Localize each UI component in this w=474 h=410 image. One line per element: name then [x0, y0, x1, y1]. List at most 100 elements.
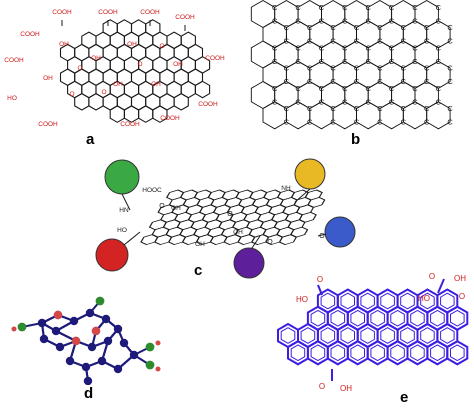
carbon-atom-label: C [412, 43, 418, 52]
carbon-atom-label: C [354, 23, 360, 32]
carbon-atom-label: C [424, 64, 430, 73]
terminal-atom [17, 322, 27, 332]
carbon-atom [101, 314, 111, 324]
e-inner-ring [400, 327, 415, 344]
go-epoxy-label: O [137, 61, 142, 68]
carbon-atom-label: C [319, 57, 325, 66]
e-carbonyl-label: O [459, 292, 465, 301]
go-hydroxyl-label: OH [113, 81, 123, 88]
blue-circle [324, 216, 356, 248]
carbon-atom-label: C [401, 23, 407, 32]
carbon-atom-label: C [389, 97, 395, 106]
c-amide-label: NH [281, 185, 291, 192]
go-carboxyl-label: COOH [198, 101, 218, 108]
e-carbonyl-label: O [319, 382, 325, 391]
go-ring [194, 80, 211, 99]
e-hydroxyl-label: HO [418, 294, 430, 303]
carbon-atom [51, 326, 61, 336]
carbon-atom [87, 342, 97, 352]
carbon-atom-label: C [272, 57, 278, 66]
go-ring [173, 92, 189, 111]
carbon-atom-label: C [295, 57, 301, 66]
carbon-atom-label: C [354, 64, 360, 73]
carbon-atom-label: C [284, 64, 290, 73]
e-inner-ring [370, 344, 385, 362]
carbon-atom [39, 334, 49, 344]
carbon-atom-label: C [366, 43, 372, 52]
carbon-atom-label: C [330, 23, 336, 32]
carbon-atom-label: C [424, 23, 430, 32]
carbon-atom-label: C [447, 64, 453, 73]
carbon-atom [55, 342, 65, 352]
go-carboxyl-label: COOH [140, 9, 160, 16]
carbon-atom-label: C [342, 3, 348, 12]
e-inner-ring [300, 327, 316, 344]
carbon-atom-label: C [272, 43, 278, 52]
green-circle [104, 159, 140, 195]
e-inner-ring [320, 327, 336, 344]
carbon-atom-label: C [284, 23, 290, 32]
e-inner-ring [430, 309, 445, 327]
linker-bond [294, 188, 311, 203]
carbon-atom-label: C [412, 84, 418, 93]
carbon-atom-label: C [447, 23, 453, 32]
hydrogen-atom [11, 326, 17, 332]
e-inner-ring [390, 344, 405, 362]
carbon-atom-label: C [342, 97, 348, 106]
go-hydroxyl-label: OH [127, 41, 137, 48]
carbon-atom-label: C [272, 84, 278, 93]
carbon-atom-label: C [447, 104, 453, 113]
e-inner-ring [450, 309, 465, 327]
e-inner-ring [280, 327, 296, 344]
carbon-atom-label: C [436, 84, 442, 93]
carbon-atom-label: C [319, 97, 325, 106]
e-carbonyl-label: O [429, 272, 435, 281]
carbon-atom-label: C [389, 57, 395, 66]
carbon-atom-label: C [412, 3, 418, 12]
carbon-atom-label: C [389, 3, 395, 12]
linker-bond [123, 231, 141, 246]
panel-a-label: a [86, 131, 95, 148]
e-inner-ring [410, 344, 425, 362]
e-inner-ring [330, 309, 346, 327]
go-epoxy-label: O [77, 65, 82, 72]
hydrogen-atom [155, 366, 161, 372]
carbon-atom [103, 336, 113, 346]
carbon-atom [85, 308, 95, 318]
carbon-atom-label: C [307, 23, 313, 32]
linker-bond [251, 235, 261, 249]
carbon-atom-label: C [401, 64, 407, 73]
c-carboxyl-label: HOOC [142, 187, 162, 194]
terminal-atom [95, 296, 105, 306]
e-inner-ring [370, 309, 385, 327]
go-ring [88, 92, 104, 111]
carbon-atom-label: C [342, 57, 348, 66]
carbon-atom-label: C [447, 118, 453, 127]
carbon-atom [113, 324, 123, 334]
e-hydroxyl-label: OH [454, 274, 466, 283]
carbon-atom-label: C [319, 43, 325, 52]
carbon-atom-label: C [295, 97, 301, 106]
e-inner-ring [420, 327, 435, 344]
carbon-atom [37, 318, 47, 328]
e-carbonyl-label: O [317, 275, 323, 284]
e-inner-ring [400, 292, 415, 310]
e-inner-ring [430, 344, 445, 362]
carbon-atom-label: C [319, 16, 325, 25]
e-inner-ring [360, 327, 375, 344]
c-hydroxyl-label: OH [233, 229, 243, 236]
e-inner-ring [290, 344, 306, 362]
e-bond [437, 278, 445, 294]
carbon-atom-label: C [295, 43, 301, 52]
carbon-atom-label: C [366, 3, 372, 12]
carbon-atom-label: C [272, 97, 278, 106]
linker-bond [317, 233, 327, 237]
c-oxygen-label: O [267, 239, 273, 246]
carbon-atom-label: C [284, 104, 290, 113]
terminal-atom [145, 342, 155, 352]
go-hydroxyl-label: HO [7, 95, 17, 102]
c-hydroxyl-label: OH [195, 241, 205, 248]
